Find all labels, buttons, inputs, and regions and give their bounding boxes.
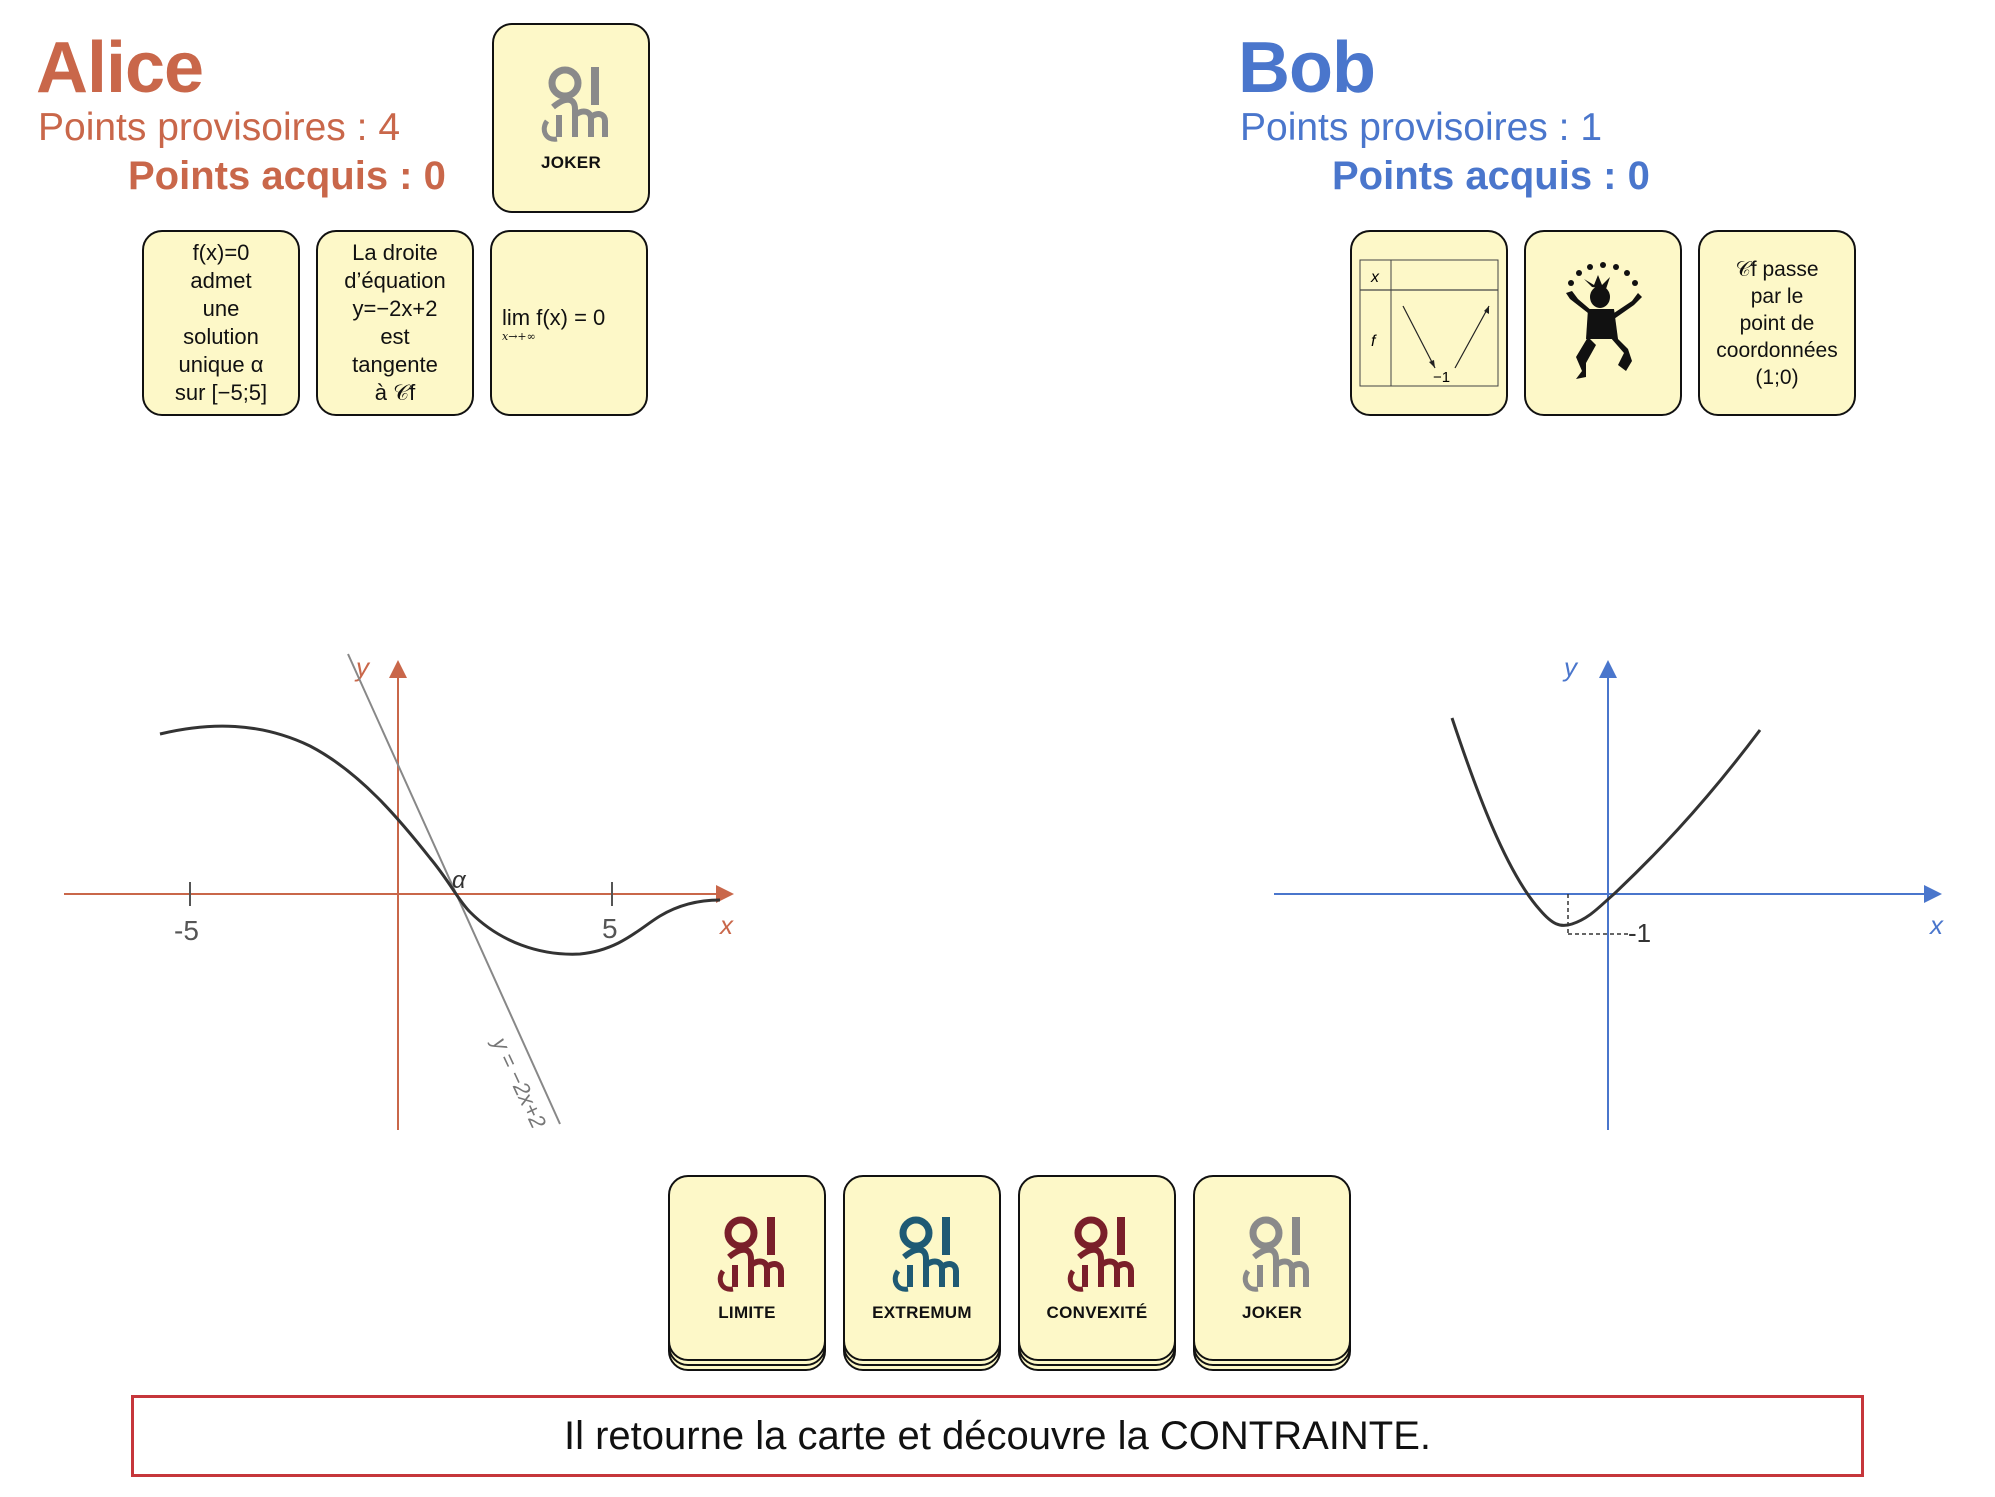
alice-card-3-limit: lim f(x) = 0 [502, 304, 606, 330]
irem-logo-icon [1242, 1216, 1309, 1292]
irem-logo-icon [1067, 1216, 1134, 1292]
alice-card-3[interactable]: lim f(x) = 0 x→+∞ [490, 230, 648, 416]
bob-graph: y x -1 [1274, 652, 1944, 1130]
alice-y-label: y [354, 652, 371, 682]
deck-label-convexite: CONVEXITÉ [1046, 1303, 1148, 1322]
deck-label-limite: LIMITE [718, 1303, 776, 1322]
alice-y-arrow-icon [389, 660, 407, 678]
alice-card-2[interactable]: La droite d’équation y=−2x+2 est tangent… [316, 230, 474, 416]
variation-min-label: −1 [1433, 369, 1450, 386]
bob-acquired-value: 0 [1627, 154, 1650, 198]
bob-name: Bob [1238, 28, 1376, 108]
alice-acquired-points: Points acquis : 0 [128, 154, 446, 198]
bob-provisional-value: 1 [1580, 106, 1603, 149]
alice-curve [159, 724, 721, 956]
bob-y-arrow-icon [1599, 660, 1617, 678]
deck-label-extremum: EXTREMUM [872, 1303, 972, 1322]
alice-acquired-label: Points acquis [128, 154, 389, 198]
alice-provisional-value: 4 [378, 106, 401, 149]
bob-min-label: -1 [1628, 918, 1651, 948]
deck-card-extremum[interactable]: EXTREMUM [843, 1175, 1001, 1361]
alice-acquired-value: 0 [423, 154, 446, 198]
alice-name: Alice [36, 28, 204, 108]
alice-card-1[interactable]: f(x)=0 admet une solution unique α sur [… [142, 230, 300, 416]
deck-joker[interactable]: JOKER [1193, 1175, 1351, 1371]
bob-acquired-points: Points acquis : 0 [1332, 154, 1650, 198]
alice-provisional-points: Points provisoires : 4 [38, 106, 401, 149]
irem-logo-icon [892, 1216, 959, 1292]
bob-y-label: y [1562, 652, 1579, 682]
deck-card-joker[interactable]: JOKER [1193, 1175, 1351, 1361]
deck-card-limite[interactable]: LIMITE [668, 1175, 826, 1361]
irem-logo-icon [717, 1216, 784, 1292]
bob-acquired-label: Points acquis [1332, 154, 1593, 198]
alice-x-label: x [718, 910, 734, 940]
alice-provisional-label: Points provisoires [38, 106, 346, 149]
deck-limite[interactable]: LIMITE [668, 1175, 826, 1371]
variation-x-label: x [1370, 269, 1380, 286]
bob-provisional-points: Points provisoires : 1 [1240, 106, 1603, 149]
bob-curve [1450, 717, 1762, 927]
deck-card-convexite[interactable]: CONVEXITÉ [1018, 1175, 1176, 1361]
message-box: Il retourne la carte et découvre la CONT… [131, 1395, 1864, 1477]
alice-card-3-subscript: x→+∞ [502, 329, 536, 343]
bob-card-3[interactable]: 𝒞f passe par le point de coordonnées (1;… [1698, 230, 1856, 416]
alice-graph: y x -5 5 y = −2x+2 α [64, 652, 734, 1132]
jester-icon [1566, 262, 1642, 379]
bob-x-arrow-icon [1924, 885, 1942, 903]
bob-provisional-label: Points provisoires [1240, 106, 1548, 149]
message-text: Il retourne la carte et découvre la CONT… [564, 1413, 1431, 1458]
irem-logo-icon [541, 66, 608, 142]
alice-joker-card[interactable]: JOKER [492, 23, 650, 213]
alice-joker-label: JOKER [540, 153, 602, 172]
deck-extremum[interactable]: EXTREMUM [843, 1175, 1001, 1371]
variation-table: x f −1 [1359, 259, 1499, 387]
alice-alpha-label: α [452, 867, 467, 894]
alice-tick-minus5: -5 [174, 915, 199, 946]
alice-tick-5: 5 [602, 913, 618, 944]
alice-card-1-text: f(x)=0 admet une solution unique α sur [… [174, 240, 268, 405]
deck-convexite[interactable]: CONVEXITÉ [1018, 1175, 1176, 1371]
bob-x-label: x [1928, 910, 1944, 940]
bob-card-3-text: 𝒞f passe par le point de coordonnées (1;… [1716, 257, 1838, 389]
bob-card-jester[interactable] [1524, 230, 1682, 416]
alice-x-arrow-icon [716, 885, 734, 903]
variation-f-label: f [1371, 333, 1377, 350]
bob-card-variation-table[interactable]: x f −1 [1350, 230, 1508, 416]
deck-label-joker: JOKER [1241, 1303, 1303, 1322]
alice-card-2-text: La droite d’équation y=−2x+2 est tangent… [344, 240, 446, 405]
